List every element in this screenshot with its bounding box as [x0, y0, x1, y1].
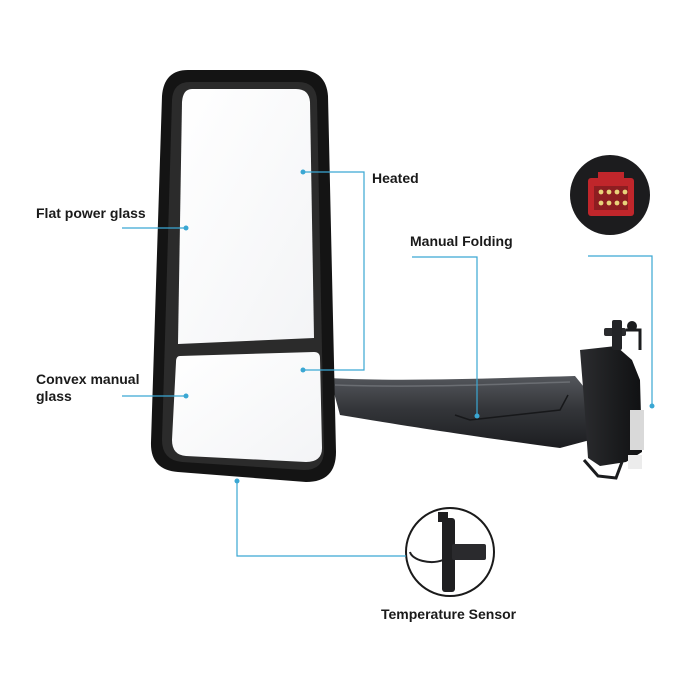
- callout-manual-folding: [412, 256, 478, 416]
- temperature-sensor-inset: [405, 507, 495, 597]
- mirror-arm: [330, 376, 590, 448]
- callout-heated: [303, 171, 365, 371]
- callout-lines: [122, 171, 653, 557]
- label-convex-manual-glass-line1: Convex manual: [36, 371, 140, 387]
- flat-glass: [178, 89, 314, 344]
- sensor-body: [442, 518, 455, 592]
- callout-connector: [588, 255, 653, 406]
- label-temperature-sensor: Temperature Sensor: [381, 606, 517, 622]
- label-flat-power-glass: Flat power glass: [36, 205, 146, 221]
- wiring-connector-inset: [570, 155, 650, 235]
- label-manual-folding: Manual Folding: [410, 233, 513, 249]
- callout-temperature-sensor: [236, 481, 406, 557]
- mounting-bracket: [580, 320, 644, 480]
- callout-dots: [183, 169, 655, 484]
- label-heated: Heated: [372, 170, 419, 186]
- label-convex-manual-glass-line2: glass: [36, 388, 72, 404]
- convex-glass: [172, 352, 322, 462]
- mirror-head: [150, 70, 336, 482]
